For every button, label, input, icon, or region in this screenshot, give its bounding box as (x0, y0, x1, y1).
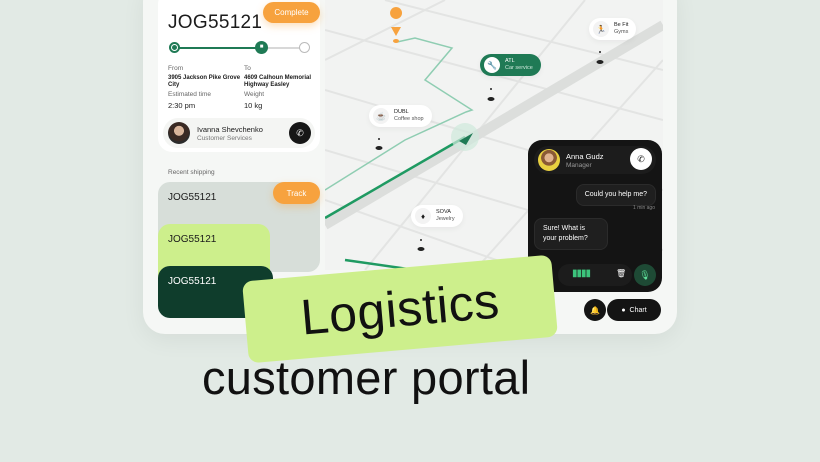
shipment-id: JOG55121 (168, 12, 263, 33)
microphone-icon: 🎙 (639, 269, 651, 280)
agent-avatar (168, 122, 190, 144)
phone-icon: ✆ (296, 127, 304, 138)
navigation-arrow-icon (459, 133, 473, 145)
truck-icon: ■ (255, 41, 268, 54)
chat-bubble-icon: ● (621, 306, 626, 314)
message-sent: Could you help me? (575, 184, 656, 206)
weight-label: Weight (244, 91, 265, 98)
coffee-icon: ☕ (373, 108, 389, 124)
route-active (325, 135, 466, 220)
wrench-icon: 🔧 (484, 57, 500, 73)
agent-name: Ivanna Shevchenko (197, 125, 263, 134)
shipment-id: JOG55121 (168, 276, 217, 287)
message-received: Sure! What is your problem? (534, 218, 608, 250)
weight-value: 10 kg (244, 101, 263, 110)
microphone-button[interactable]: 🎙 (634, 264, 656, 286)
destination-pin-icon (391, 27, 401, 36)
current-location (451, 123, 479, 151)
recent-shipping-title: Recent shipping (168, 169, 215, 176)
chat-call-button[interactable]: ✆ (630, 148, 652, 170)
waveform-icon: ▮▮▮▮ (572, 268, 591, 279)
hero-subtitle: customer portal (202, 351, 531, 404)
manager-name: Anna Gudz (566, 152, 604, 161)
complete-button[interactable]: Complete (263, 2, 320, 23)
hero-title: Logistics (298, 272, 502, 346)
agent-role: Customer Services (197, 135, 252, 142)
route-planned (325, 37, 474, 191)
chart-label: Chart (629, 306, 647, 314)
eta-label: Estimated time (168, 91, 211, 98)
eta-value: 2:30 pm (168, 101, 196, 110)
track-button[interactable]: Track (273, 182, 320, 204)
message-time: 1 min ago (633, 205, 655, 211)
bell-icon: 🔔 (590, 305, 600, 315)
progress-track (174, 47, 304, 49)
from-label: From (168, 65, 184, 72)
running-icon: 🏃 (593, 21, 609, 37)
destination-pin-icon (299, 42, 310, 53)
trash-icon[interactable]: 🗑 (616, 269, 627, 278)
shipment-id: JOG55121 (168, 192, 217, 203)
manager-avatar (538, 149, 560, 171)
voice-recording: ▮▮▮▮ 🗑 (558, 264, 632, 286)
manager-role: Manager (566, 162, 592, 169)
diamond-icon: ♦ (415, 208, 431, 224)
to-label: To (244, 65, 251, 72)
to-value: 4609 Calhoun Memorial Highway Easley (244, 75, 312, 88)
from-value: 3905 Jackson Pike Grove City (168, 75, 241, 88)
chart-button[interactable]: ●Chart (607, 299, 661, 321)
call-button[interactable]: ✆ (289, 122, 311, 144)
notifications-button[interactable]: 🔔 (584, 299, 606, 321)
phone-icon: ✆ (637, 153, 645, 164)
origin-dot (169, 42, 180, 53)
shipment-id: JOG55121 (168, 234, 217, 245)
